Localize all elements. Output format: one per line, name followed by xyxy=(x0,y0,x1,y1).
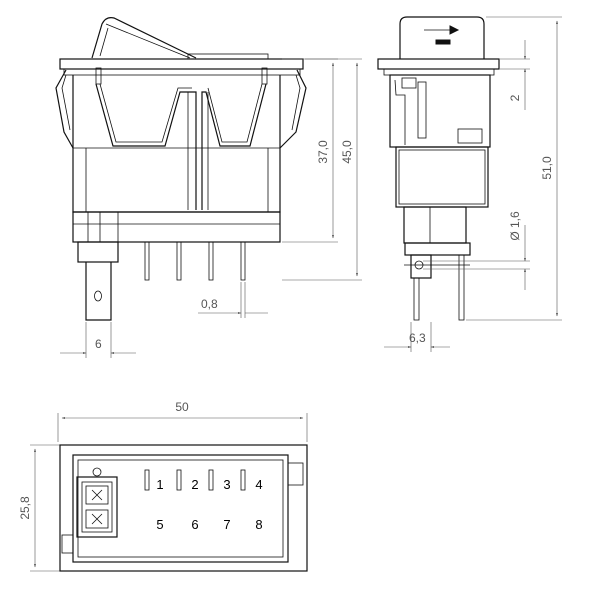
bottom-terminal xyxy=(76,467,118,538)
side-view: 2 51,0 Ø 1,6 6,3 xyxy=(377,16,562,352)
quick-connect-terminal xyxy=(77,241,119,263)
side-actuator xyxy=(399,16,485,59)
dim-height: 25,8 xyxy=(18,496,32,520)
dim-total-height: 51,0 xyxy=(540,156,554,180)
dim-height-outer: 45,0 xyxy=(340,140,354,164)
pin-label: 2 xyxy=(191,477,198,492)
front-view: 37,0 45,0 0,8 6 xyxy=(55,17,362,358)
pin-label: 6 xyxy=(191,517,198,532)
pin-label: 5 xyxy=(156,517,163,532)
pin-slots xyxy=(144,469,246,491)
pcb-pins xyxy=(144,241,246,281)
dim-terminal-width: 6 xyxy=(95,337,102,351)
switch-bezel xyxy=(59,58,304,70)
bottom-view: 50 25,8 1 2 3 xyxy=(18,400,308,572)
pin-label: 1 xyxy=(156,477,163,492)
dim-width: 50 xyxy=(175,400,189,414)
arrow-right-icon xyxy=(424,25,460,45)
pin-label: 7 xyxy=(223,517,230,532)
pin-label: 8 xyxy=(255,517,262,532)
pin-label: 3 xyxy=(223,477,230,492)
dim-height-inner: 37,0 xyxy=(316,140,330,164)
bottom-frame xyxy=(59,444,308,572)
dim-side-terminal-width: 6,3 xyxy=(409,331,426,345)
dim-top-offset: 2 xyxy=(508,94,522,101)
rocker-actuator xyxy=(91,17,197,59)
dim-hole-diameter: Ø 1,6 xyxy=(508,211,522,241)
dim-pin-width: 0,8 xyxy=(201,297,218,311)
pin-label: 4 xyxy=(255,477,262,492)
switch-body xyxy=(72,75,281,213)
